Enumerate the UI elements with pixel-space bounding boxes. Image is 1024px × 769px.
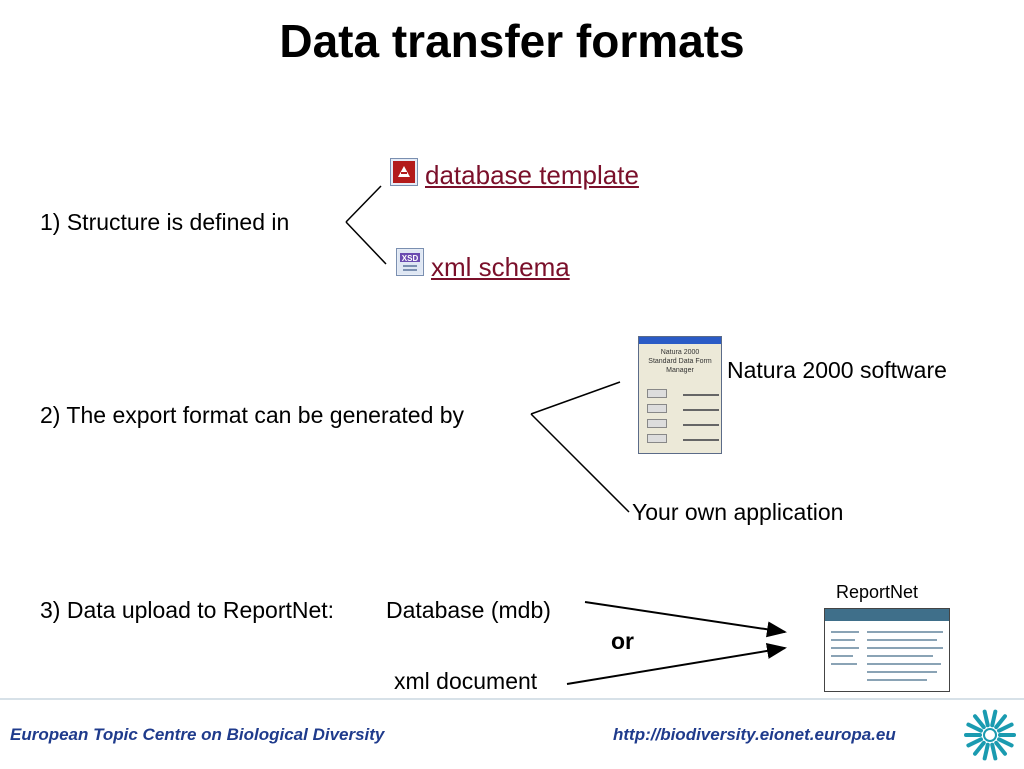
natura-software-screenshot: Natura 2000 Standard Data Form Manager <box>638 336 722 454</box>
format-xml-document: xml document <box>394 668 538 694</box>
arrow-mdb-to-reportnet <box>584 601 787 638</box>
logo-ray <box>966 722 983 733</box>
logo-ray <box>973 740 986 756</box>
own-application-label: Your own application <box>632 499 844 525</box>
window-label <box>683 394 719 396</box>
logo-ray <box>994 714 1007 730</box>
logo-center <box>983 728 997 742</box>
window-label <box>683 424 719 426</box>
window-button <box>647 419 667 428</box>
footer-url[interactable]: http://biodiversity.eionet.europa.eu <box>613 725 896 744</box>
reportnet-screenshot <box>824 608 950 692</box>
site-row <box>831 647 859 649</box>
site-row <box>831 655 853 657</box>
site-row <box>867 655 933 657</box>
site-row <box>867 647 943 649</box>
footer-organization: European Topic Centre on Biological Dive… <box>10 725 385 744</box>
site-row <box>831 639 855 641</box>
logo-ray <box>966 737 983 748</box>
site-row <box>867 663 941 665</box>
or-connector: or <box>611 628 634 654</box>
window-button <box>647 434 667 443</box>
site-row <box>867 679 927 681</box>
line-step2-to-own-app <box>530 413 630 513</box>
svg-text:XSD: XSD <box>402 254 419 263</box>
line-step1-to-template <box>345 185 382 223</box>
window-titlebar <box>639 337 721 344</box>
logo-ray <box>982 709 990 728</box>
step3-label: 3) Data upload to ReportNet: <box>40 597 335 623</box>
reportnet-label: ReportNet <box>836 582 919 602</box>
database-template-link[interactable]: database template <box>425 160 639 190</box>
site-row <box>831 663 857 665</box>
logo-ray <box>990 709 998 728</box>
line-step1-to-schema <box>345 221 387 265</box>
window-button <box>647 404 667 413</box>
site-header <box>825 609 949 621</box>
logo-ray <box>997 737 1014 748</box>
xml-schema-link[interactable]: xml schema <box>431 252 570 282</box>
logo-ray <box>990 742 998 761</box>
site-row <box>867 631 943 633</box>
biodiversity-logo-icon <box>962 706 1018 764</box>
access-database-icon <box>390 158 418 186</box>
logo-ray <box>994 740 1007 756</box>
site-row <box>867 671 937 673</box>
logo-ray <box>973 714 986 730</box>
window-label <box>683 439 719 441</box>
window-button <box>647 389 667 398</box>
step2-label: 2) The export format can be generated by <box>40 402 465 428</box>
footer-divider <box>0 698 1024 700</box>
window-caption-subtitle: Standard Data Form Manager <box>648 358 712 374</box>
window-label <box>683 409 719 411</box>
line-step2-to-software <box>530 381 621 415</box>
logo-ray <box>997 722 1014 733</box>
logo-ray <box>982 742 990 761</box>
page-title: Data transfer formats <box>279 15 745 67</box>
site-row <box>867 639 937 641</box>
step1-label: 1) Structure is defined in <box>40 209 290 235</box>
arrow-xml-to-reportnet <box>566 643 787 685</box>
site-row <box>831 631 859 633</box>
natura-software-label: Natura 2000 software <box>727 357 947 383</box>
xsd-file-icon: XSD <box>396 248 424 276</box>
format-database-mdb: Database (mdb) <box>386 597 551 623</box>
window-caption-title: Natura 2000 <box>660 349 700 356</box>
